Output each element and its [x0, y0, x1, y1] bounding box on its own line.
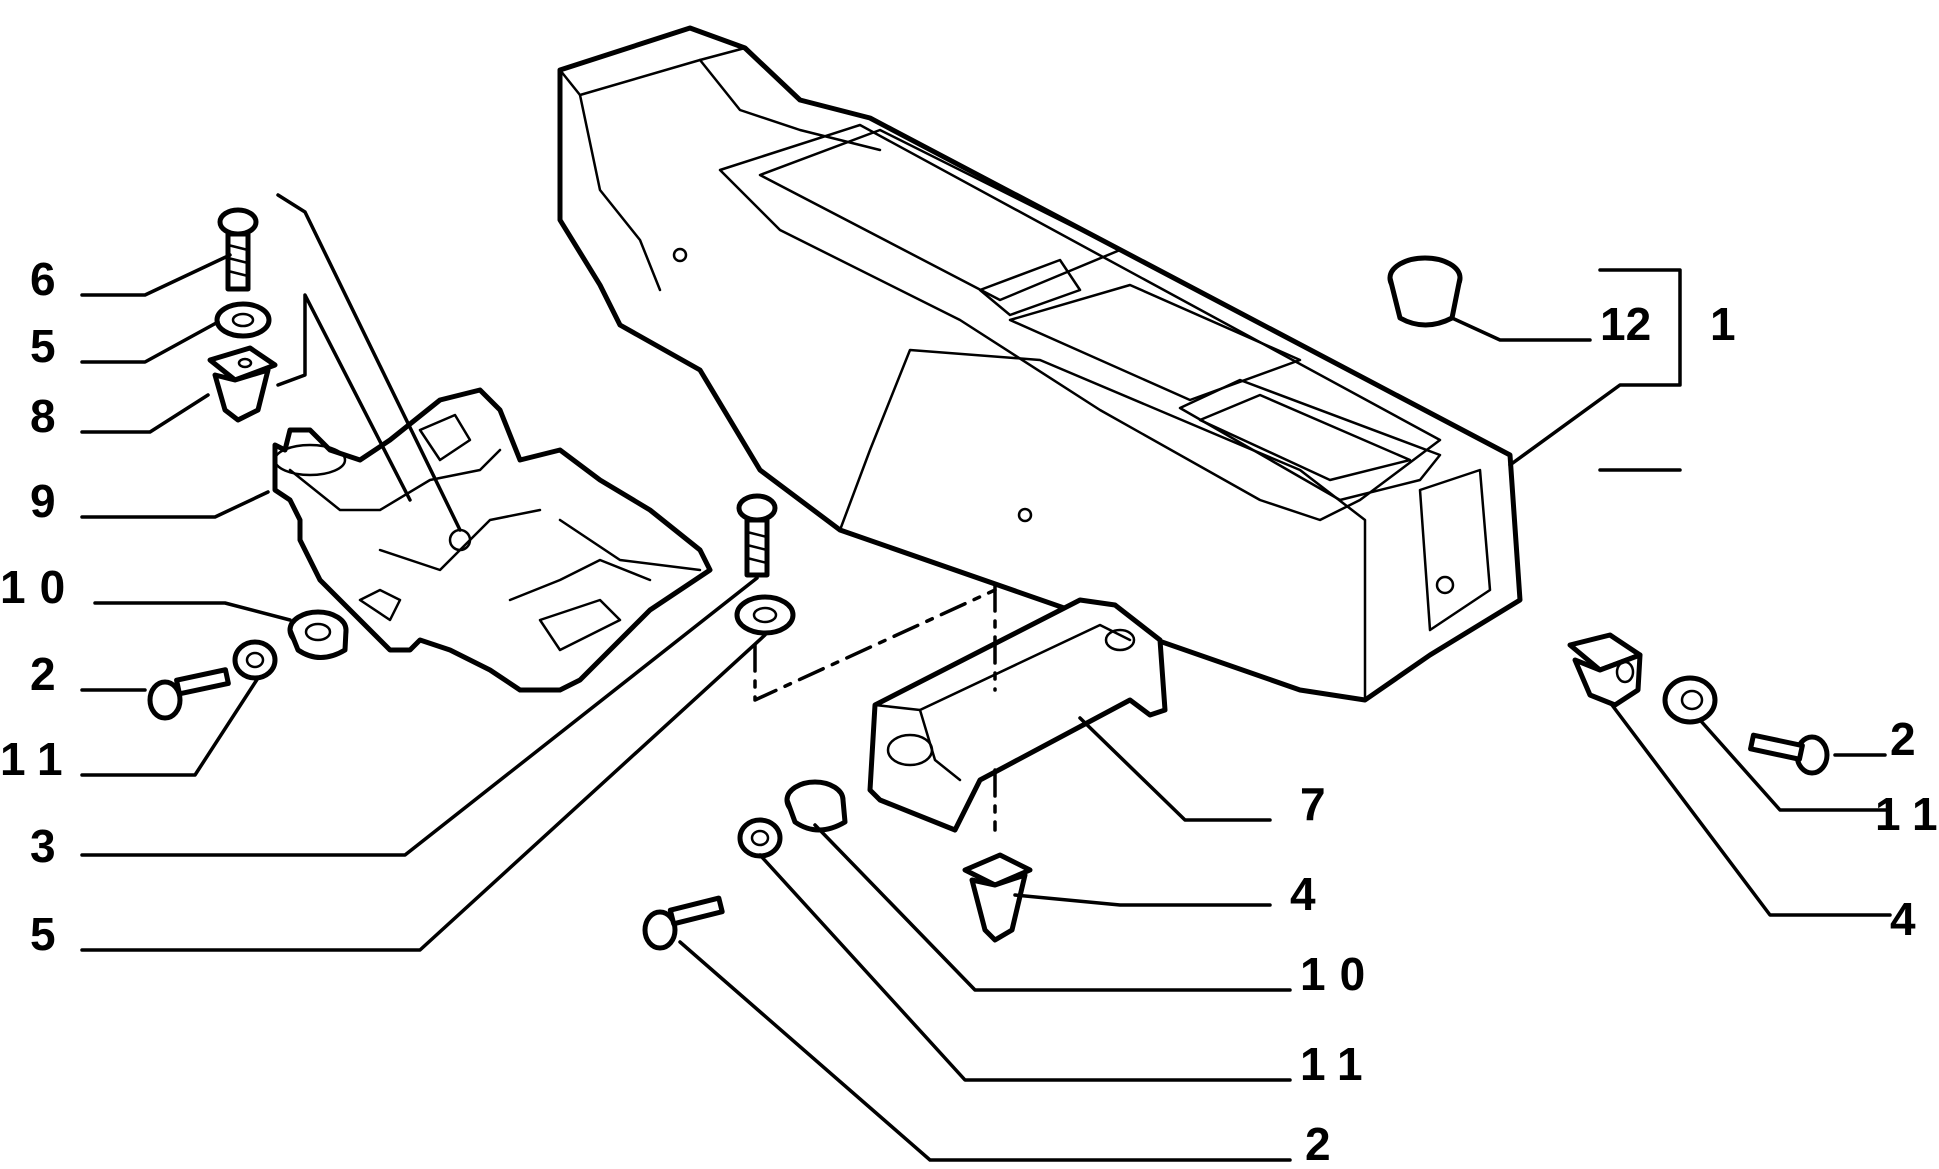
screw-2-left-part — [147, 667, 231, 721]
grommet-11-middle-part — [737, 817, 783, 859]
grommet-11-right-part — [1662, 675, 1718, 725]
screw-3-part — [736, 493, 778, 578]
callout-3: 3 — [30, 820, 56, 872]
callout-8: 8 — [30, 390, 56, 442]
nut-10-middle-part — [784, 779, 848, 833]
callout-12: 12 — [1600, 298, 1651, 350]
callout-5-bottom: 5 — [30, 908, 56, 960]
leader-lines — [80, 253, 1892, 1162]
callout-labels: 6 5 8 9 10 2 11 3 5 12 1 7 4 10 11 2 2 1… — [0, 253, 1939, 1169]
center-console-part — [557, 25, 1523, 703]
callout-1: 1 — [1710, 298, 1736, 350]
callout-11-right: 11 — [1875, 788, 1939, 840]
callout-10-left: 10 — [0, 561, 79, 613]
callout-2-left: 2 — [30, 648, 56, 700]
callout-2-right: 2 — [1890, 713, 1916, 765]
callout-10-bottom: 10 — [1300, 948, 1379, 1000]
callout-7: 7 — [1300, 778, 1326, 830]
screw-2-middle-part — [642, 895, 725, 951]
bracket-part — [272, 387, 713, 693]
callout-11-left: 11 — [0, 733, 77, 785]
callout-6: 6 — [30, 253, 56, 305]
screw-2-right-part — [1748, 732, 1830, 776]
grommet-11-left-part — [232, 639, 278, 681]
support-part — [867, 597, 1168, 833]
callout-5-left: 5 — [30, 320, 56, 372]
clip-4-middle-part — [962, 852, 1033, 943]
callout-11-bottom: 11 — [1300, 1038, 1377, 1090]
callout-4-middle: 4 — [1290, 868, 1316, 920]
washer-5-part — [214, 301, 272, 339]
clip-8-part — [207, 345, 278, 423]
washer-5-middle-part — [734, 594, 796, 636]
screw-6-part — [217, 207, 259, 292]
nut-10-left-part — [287, 609, 349, 660]
assembly-axis-lines — [276, 193, 997, 832]
callout-9: 9 — [30, 475, 56, 527]
clip-4-right-part — [1567, 632, 1643, 708]
cap-part — [1387, 255, 1463, 328]
callout-2-bottom: 2 — [1305, 1118, 1331, 1169]
callout-4-right: 4 — [1890, 893, 1916, 945]
